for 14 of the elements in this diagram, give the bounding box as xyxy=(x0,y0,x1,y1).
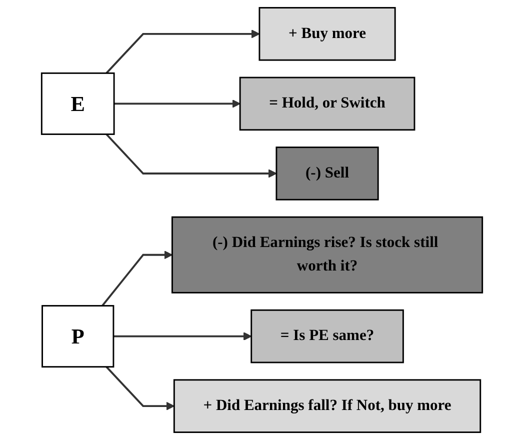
node-box: + Did Earnings fall? If Not, buy more xyxy=(173,379,482,433)
arrow xyxy=(106,134,277,178)
node-box: (-) Sell xyxy=(276,146,379,200)
arrow xyxy=(106,30,260,74)
node-box: (-) Did Earnings rise? Is stock still worth it? xyxy=(171,216,484,294)
node-box: = Hold, or Switch xyxy=(239,76,416,131)
arrow xyxy=(113,332,252,341)
arrow xyxy=(114,99,240,108)
node-box: = Is PE same? xyxy=(250,309,404,364)
node-box: + Buy more xyxy=(258,7,396,61)
arrow xyxy=(102,250,173,306)
node-box: E xyxy=(40,72,115,135)
node-box: P xyxy=(42,305,114,368)
arrow xyxy=(106,366,175,410)
